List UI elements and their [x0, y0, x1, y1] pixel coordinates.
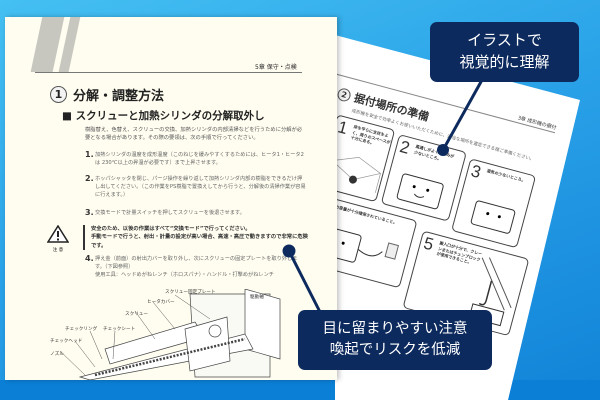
panel-number: 5 [421, 233, 436, 255]
warning-label: 注 意 [52, 248, 64, 253]
step-1: 1.加熱シリンダの温度を成形温度（このねじを緩みやすくするためには、ヒータ1・ヒ… [85, 150, 307, 167]
step-number: 4. [85, 254, 94, 263]
panel-text: 湿気の少ないところ。 [486, 168, 527, 184]
panel-number: 2 [397, 136, 412, 158]
diagram-label: スクリュー [125, 312, 148, 317]
step-2: 2.ホッパシャッタを閉じ、パージ操作を繰り返して加熱シリンダ内部の樹脂をできるだ… [85, 174, 307, 199]
diagram-label: ノズル [50, 352, 64, 357]
step-tools: 使用工具：ヘッドめがねレンチ（ホロスパナ）・ハンドル・打撃めがねレンチ [95, 272, 274, 279]
right-chapter-label: 3章 成形機の据付 [516, 115, 557, 132]
step-number: 3. [85, 208, 94, 217]
section-heading: 1 分解・調整方法 [50, 85, 164, 104]
section-number: 1 [50, 86, 67, 103]
step-number: 2. [85, 174, 94, 183]
diagram-label: チェックヘッド [50, 339, 83, 344]
header-rule [35, 72, 302, 73]
warning-triangle-icon [46, 224, 70, 243]
panel-number: 1 [335, 117, 350, 139]
panel-text: 床を平らに支柱をよく、周りのスペースが十分にある。 [350, 124, 392, 146]
panel-number: 3 [468, 161, 483, 183]
room-illustration [335, 156, 382, 193]
step-text: ホッパシャッタを閉じ、パージ操作を繰り返して加熱シリンダ内部の樹脂をできるだけ押… [95, 176, 306, 199]
diagram-label: ヒータカバー [147, 300, 175, 305]
machine-character-illustration [470, 200, 516, 234]
diagram-label: チェックリング [65, 327, 98, 332]
intro-paragraph: 樹脂替え、色替え、スクリューの交換、加熱シリンダの内部清掃などを行うために分解が… [85, 127, 303, 141]
warning-line: 安全のため、以後の作業はすべて“交換モード”で行ってください。 [91, 226, 251, 232]
diagram-label: チェックシート [103, 327, 136, 332]
step-text: 交換モードで計量スイッチを押してスクリューを後退させます。 [95, 210, 245, 216]
section-number: 2 [336, 86, 353, 103]
step-text: 加熱シリンダの温度を成形温度（このねじを緩みやすくするためには、ヒータ1・ヒータ… [95, 152, 304, 167]
step-3: 3.交換モードで計量スイッチを押してスクリューを後退させます。 [85, 208, 307, 217]
subsection-title: ■ スクリューと加熱シリンダの分解取外し [62, 110, 265, 122]
callout-line: 視覚的に理解 [459, 53, 550, 71]
callout-line: 目に留まりやすい注意 [322, 320, 468, 337]
left-manual-page: 5章 保守・点検 1 分解・調整方法 ■ スクリューと加熱シリンダの分解取外し … [5, 17, 337, 380]
callout-illustration: イラストで視覚的に理解 [430, 22, 579, 82]
callout-line: イラストで [467, 31, 542, 50]
diagram-label: スクリュー固定プレート [165, 290, 216, 295]
machine-character-illustration [396, 173, 444, 210]
section-title: 分解・調整方法 [73, 89, 165, 104]
warning-block-icon: 注 意 [45, 224, 71, 253]
step-4: 4.押え金（前面）の射出力バーを取り外し、次にスクリューの固定プレートを取り外し… [85, 254, 307, 279]
screw-cylinder-diagram: スクリュー固定プレート 駆動軸 ヒータカバー スクリュー チェックリング チェッ… [5, 288, 337, 380]
warning-text: 安全のため、以後の作業はすべて“交換モード”で行ってください。 手動モードで行う… [83, 225, 308, 251]
diagram-label: 駆動軸 [250, 295, 264, 300]
panel-text: 風通しがよく、ごみが少ないところ。 [413, 143, 455, 162]
callout-warning: 目に留まりやすい注意喚起でリスクを低減 [298, 310, 492, 370]
chapter-label: 5章 保守・点検 [255, 64, 297, 71]
step-number: 1. [85, 150, 94, 159]
callout-line: 喚起でリスクを低減 [329, 342, 461, 358]
warning-line: 手動モードで行うと、射出・計量の設定が高い場合、高速・高圧で動きますので非常に危… [91, 234, 308, 249]
cylinder-drawing [59, 288, 281, 380]
step-text: 押え金（前面）の射出力バーを取り外し、次にスクリューの固定プレートを取り外します… [95, 256, 298, 271]
